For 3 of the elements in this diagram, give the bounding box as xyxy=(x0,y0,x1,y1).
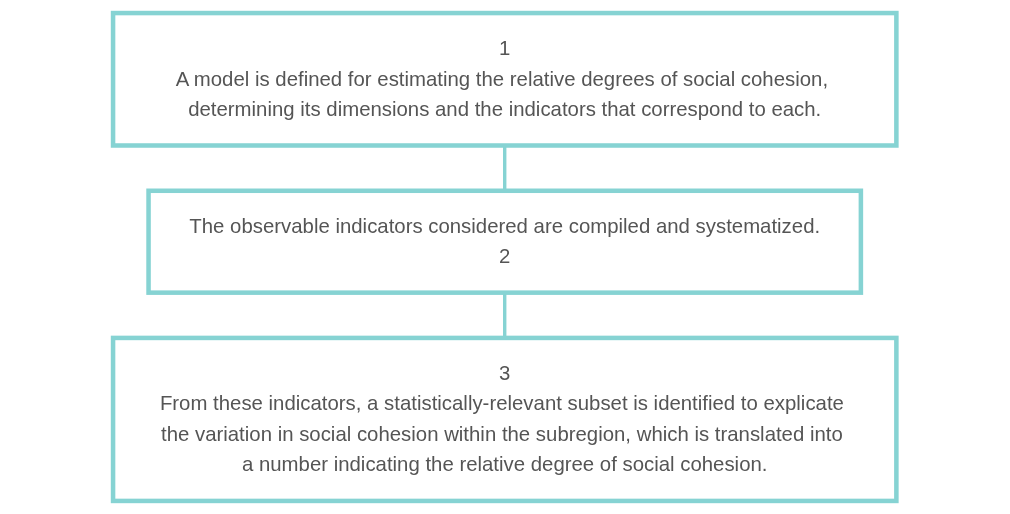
node-box: 1 A model is defined for estimating the relative degrees of social cohesion, determining its dimensions and the indicators that correspond to each. xyxy=(111,10,899,148)
node-box: 3 From these indicators, a statistically-relevant subset is identified to explicate the variation in social cohesion within the subregion, which is translated into a number indicating the relative degree of social cohesion. xyxy=(111,335,899,504)
node-box: The observable indicators considered are compiled and systematized. 2 xyxy=(146,188,864,295)
